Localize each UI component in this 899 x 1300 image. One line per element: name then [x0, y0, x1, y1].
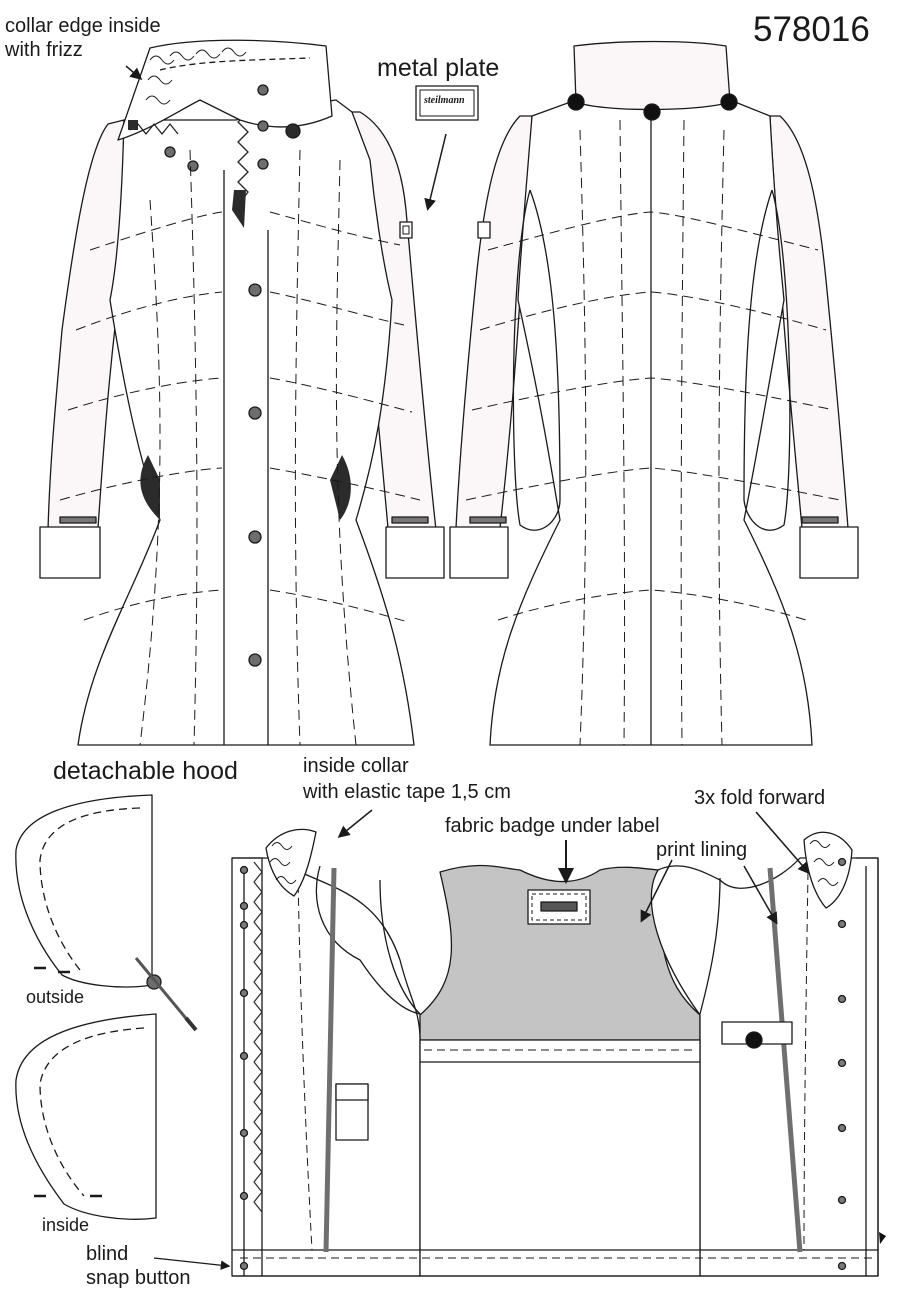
leader-arrows: [125, 65, 810, 1270]
inside-view: [231, 828, 886, 1277]
label-hood-inside: inside: [42, 1215, 90, 1235]
label-metal-plate: metal plate: [377, 54, 500, 82]
front-view: [39, 39, 445, 746]
label-blind-1: blind: [86, 1243, 129, 1265]
plate-brand-text: steilmann: [424, 95, 465, 106]
front-body: [77, 99, 415, 746]
style-number: 578016: [753, 10, 870, 49]
label-inside-collar-2: with elastic tape 1,5 cm: [303, 781, 511, 803]
snap-button-icon: [248, 283, 262, 297]
back-left-sleeve: [455, 115, 533, 529]
back-right-sleeve: [769, 115, 849, 529]
label-hood-outside: outside: [26, 987, 85, 1007]
front-collar: [117, 39, 333, 141]
label-print-lining: print lining: [656, 839, 748, 861]
hood-inside: [15, 1013, 157, 1220]
label-inside-collar-1: inside collar: [303, 755, 409, 777]
label-collar-edge-2: with frizz: [5, 39, 83, 61]
front-right-cuff: [385, 526, 445, 579]
front-left-cuff: [39, 526, 101, 579]
back-view: [449, 40, 859, 746]
label-fabric-badge: fabric badge under label: [445, 815, 660, 837]
label-detachable-hood: detachable hood: [53, 757, 238, 785]
label-fold-forward: 3x fold forward: [694, 787, 826, 809]
label-blind-2: snap button: [86, 1267, 191, 1289]
arrow-icon: [125, 65, 143, 80]
sleeve-plate-icon: [399, 221, 413, 239]
label-collar-edge-1: collar edge inside: [5, 15, 161, 37]
back-collar: [573, 40, 731, 111]
metal-plate-icon: [415, 85, 479, 121]
front-left-sleeve: [47, 119, 125, 531]
hood-outside: [15, 794, 198, 1032]
collar-button: [285, 123, 301, 139]
